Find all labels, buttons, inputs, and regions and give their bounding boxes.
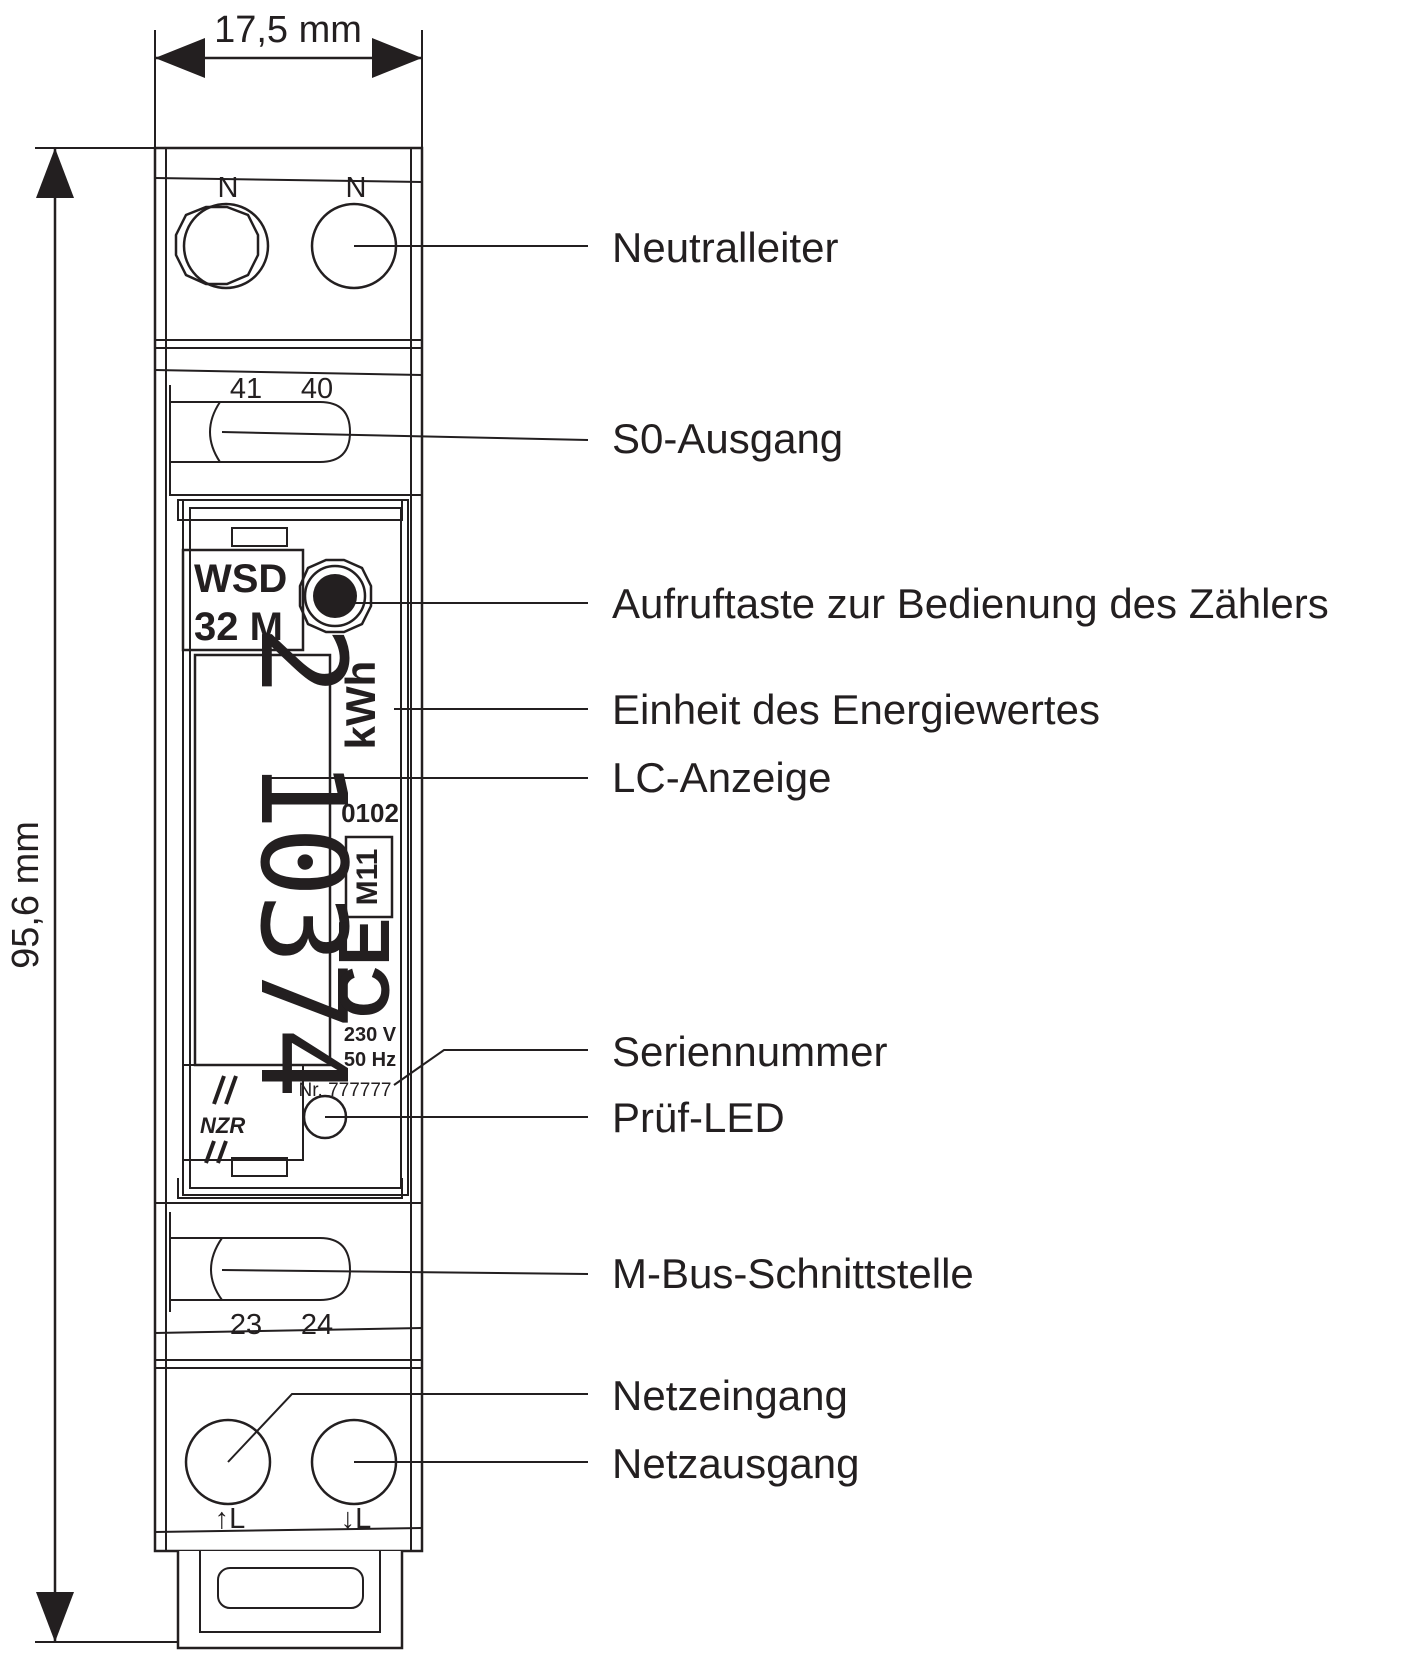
button-knob-icon xyxy=(313,574,357,618)
callout-lcd: LC-Anzeige xyxy=(612,754,831,801)
callout-energy-unit: Einheit des Energiewertes xyxy=(612,686,1100,733)
leader-lines xyxy=(221,245,589,1463)
button-ring-icon xyxy=(303,564,367,628)
nzr-logo: NZR xyxy=(200,1075,245,1164)
model-line-2: 32 M xyxy=(194,605,283,649)
terminal-n-right: N xyxy=(346,172,367,204)
brand-logo-text: NZR xyxy=(200,1113,245,1138)
height-label: 95,6 mm xyxy=(5,821,47,969)
callouts: Neutralleiter S0-Ausgang Aufruftaste zur… xyxy=(612,224,1329,1487)
arrow-left-icon xyxy=(155,38,205,78)
arrow-down-icon xyxy=(36,1592,74,1642)
arrow-right-icon xyxy=(372,38,422,78)
lcd-value: 2 10374 xyxy=(234,625,372,1094)
frequency-label: 50 Hz xyxy=(344,1049,396,1071)
top-terminals: N N 41 40 xyxy=(174,172,398,405)
neutral-screw-left-icon xyxy=(182,202,270,290)
ce-mark: CE xyxy=(325,918,405,1018)
width-label: 17,5 mm xyxy=(214,9,362,51)
terminal-23: 23 xyxy=(230,1309,262,1341)
arrow-up-icon xyxy=(36,148,74,198)
callout-call-button: Aufruftaste zur Bedienung des Zählers xyxy=(612,580,1329,627)
callout-mains-input: Netzeingang xyxy=(612,1372,848,1419)
metrology-box xyxy=(344,835,394,919)
terminal-l-out: ↓L xyxy=(341,1503,372,1535)
terminal-n-left: N xyxy=(218,172,239,204)
meter-housing xyxy=(153,146,424,1650)
callout-mbus-interface: M-Bus-Schnittstelle xyxy=(612,1250,974,1297)
metrology-mark: M11 xyxy=(351,849,384,906)
terminal-41: 41 xyxy=(230,373,262,405)
front-panel: WSD 32 M kWh 2 10374 0102 M11 CE 230 V 5… xyxy=(194,557,405,1164)
terminal-l-in: ↑L xyxy=(215,1503,246,1535)
mains-in-screw-icon xyxy=(184,1418,272,1506)
callout-mains-output: Netzausgang xyxy=(612,1440,860,1487)
unit-label: kWh xyxy=(337,661,384,750)
callout-serial-number: Seriennummer xyxy=(612,1028,887,1075)
height-dimension: 95,6 mm xyxy=(5,147,180,1643)
terminal-24: 24 xyxy=(301,1309,333,1341)
model-line-1: WSD xyxy=(194,557,287,601)
voltage-label: 230 V xyxy=(344,1024,397,1046)
serial-label: Nr. 777777 xyxy=(299,1080,392,1101)
callout-test-led: Prüf-LED xyxy=(612,1094,785,1141)
callout-s0-output: S0-Ausgang xyxy=(612,415,843,462)
call-button[interactable] xyxy=(298,558,373,634)
callout-neutral: Neutralleiter xyxy=(612,224,838,271)
width-dimension: 17,5 mm xyxy=(154,9,423,150)
terminal-40: 40 xyxy=(301,373,333,405)
bottom-terminals: 23 24 ↑L ↓L xyxy=(184,1309,398,1535)
code-label: 0102 xyxy=(341,798,399,828)
